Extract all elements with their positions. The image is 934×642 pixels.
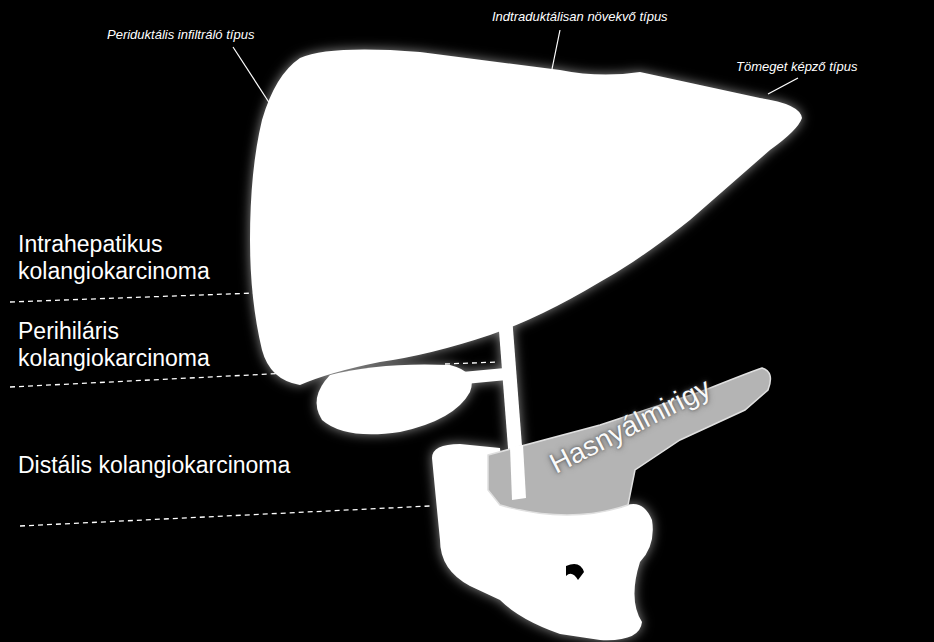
leader-line [768, 78, 798, 94]
cystic-duct [462, 368, 507, 384]
type-label: Indtraduktálisan növekvő típus [492, 9, 668, 24]
level-divider [10, 293, 255, 302]
type-label: Periduktális infiltráló típus [107, 27, 254, 42]
type-label: Tömeget képző típus [736, 59, 857, 74]
liver [250, 50, 802, 385]
region-label: Distális kolangiokarcinoma [18, 452, 290, 479]
leader-line [233, 47, 270, 104]
region-label: Perihiláris kolangiokarcinoma [18, 318, 238, 372]
gallbladder [317, 364, 472, 434]
leader-line [551, 30, 560, 74]
level-divider [20, 506, 430, 526]
level-divider [10, 373, 290, 387]
level-divider [445, 362, 498, 364]
pancreas-organ: Hasnyálmirigy [470, 355, 780, 535]
region-label: Intrahepatikus kolangiokarcinoma [18, 231, 238, 285]
papilla [566, 564, 584, 580]
